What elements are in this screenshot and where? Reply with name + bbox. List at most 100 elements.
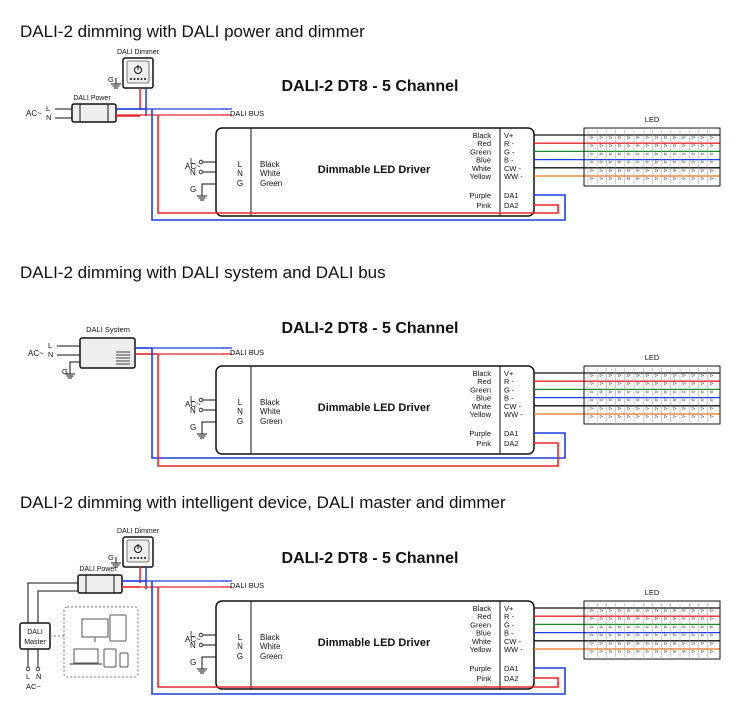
led-diode: ⊳ [700,381,704,387]
diagram-heading: DALI-2 DT8 - 5 Channel [282,78,459,95]
dali-terminal-da1: DA1 [504,664,519,673]
led-diode: ⊳ [590,649,594,655]
led-diode: ⊳ [608,381,612,387]
led-diode: ⊳ [700,633,704,639]
diagram-heading: DALI-2 DT8 - 5 Channel [282,320,459,337]
led-diode: ⊳ [710,398,714,404]
output-wire-blue: Blue [476,156,491,165]
led-diode: ⊳ [590,624,594,630]
led-diode: ⊳ [673,143,677,149]
led-diode: ⊳ [618,135,622,141]
input-terminal-g: G [237,417,243,426]
led-diode: ⊳ [691,381,695,387]
output-terminal-3: B - [504,156,514,165]
led-diode: ⊳ [682,414,686,420]
driver-label: Dimmable LED Driver [318,402,431,414]
led-diode: ⊳ [691,649,695,655]
led-diode: ⊳ [636,151,640,157]
led-diode: ⊳ [608,624,612,630]
dimmer-dot [144,557,146,559]
output-terminal-2: G - [504,385,515,394]
led-diode: ⊳ [673,398,677,404]
master-n: N [36,672,41,681]
led-diode: ⊳ [673,633,677,639]
dimmer-dot [130,78,132,80]
led-diode: ⊳ [590,389,594,395]
led-diode: ⊳ [618,160,622,166]
led-diode: ⊳ [599,143,603,149]
led-diode: ⊳ [599,176,603,182]
led-diode: ⊳ [608,373,612,379]
led-diode: ⊳ [691,414,695,420]
led-diode: ⊳ [691,151,695,157]
led-diode: ⊳ [682,160,686,166]
input-terminal-l: L [238,633,243,642]
led-diode: ⊳ [636,608,640,614]
led-diode: ⊳ [654,608,658,614]
led-diode: ⊳ [590,135,594,141]
led-diode: ⊳ [710,616,714,622]
led-diode: ⊳ [654,143,658,149]
input-wire-green: Green [260,179,282,188]
dali-loop-red [157,587,559,688]
led-diode: ⊳ [654,151,658,157]
output-terminal-1: R - [504,139,515,148]
led-diode: ⊳ [710,624,714,630]
led-diode: ⊳ [682,168,686,174]
led-diode: ⊳ [608,649,612,655]
led-diode: ⊳ [691,168,695,174]
dimmer-dot [137,78,139,80]
led-diode: ⊳ [599,414,603,420]
led-diode: ⊳ [645,616,649,622]
led-diode: ⊳ [618,616,622,622]
phone-icon [119,652,129,668]
led-strip-box [583,365,721,425]
led-diode: ⊳ [700,143,704,149]
led-diode: ⊳ [590,608,594,614]
led-diode: ⊳ [636,641,640,647]
dali-system-label: DALI System [86,325,130,334]
driver-label: Dimmable LED Driver [318,637,431,649]
led-diode: ⊳ [618,389,622,395]
led-diode: ⊳ [664,414,668,420]
intelligent-device-group [63,606,139,678]
led-diode: ⊳ [645,160,649,166]
led-diode: ⊳ [590,641,594,647]
led-diode: ⊳ [599,649,603,655]
led-diode: ⊳ [654,160,658,166]
dali-terminal-da1: DA1 [504,191,519,200]
led-diode: ⊳ [618,398,622,404]
power-n: N [46,113,51,122]
ground-wire [201,183,216,190]
led-strip-box [583,127,721,187]
led-diode: ⊳ [673,151,677,157]
led-diode: ⊳ [682,608,686,614]
output-wire-yellow: Yellow [470,172,492,181]
led-diode: ⊳ [599,168,603,174]
led-diode: ⊳ [636,406,640,412]
led-diode: ⊳ [673,168,677,174]
led-diode: ⊳ [654,168,658,174]
led-diode: ⊳ [654,373,658,379]
led-diode: ⊳ [645,168,649,174]
led-diode: ⊳ [645,398,649,404]
led-diode: ⊳ [673,160,677,166]
led-diode: ⊳ [691,160,695,166]
led-diode: ⊳ [599,641,603,647]
led-diode: ⊳ [691,176,695,182]
output-terminal-5: WW - [504,410,523,419]
dali-power-label: DALI Power [73,95,111,102]
led-diode: ⊳ [645,608,649,614]
led-diode: ⊳ [710,160,714,166]
output-terminal-2: G - [504,147,515,156]
led-diode: ⊳ [664,633,668,639]
led-diode: ⊳ [691,641,695,647]
ac-l-label: L [190,157,195,166]
output-wire-green: Green [470,620,491,629]
dali-wire-pink: Pink [476,439,491,448]
tablet-small-icon [103,648,117,668]
ground-g-label: G [190,658,196,667]
dimmer-dot [137,557,139,559]
master-power-wire-l [27,582,78,623]
led-diode: ⊳ [664,373,668,379]
